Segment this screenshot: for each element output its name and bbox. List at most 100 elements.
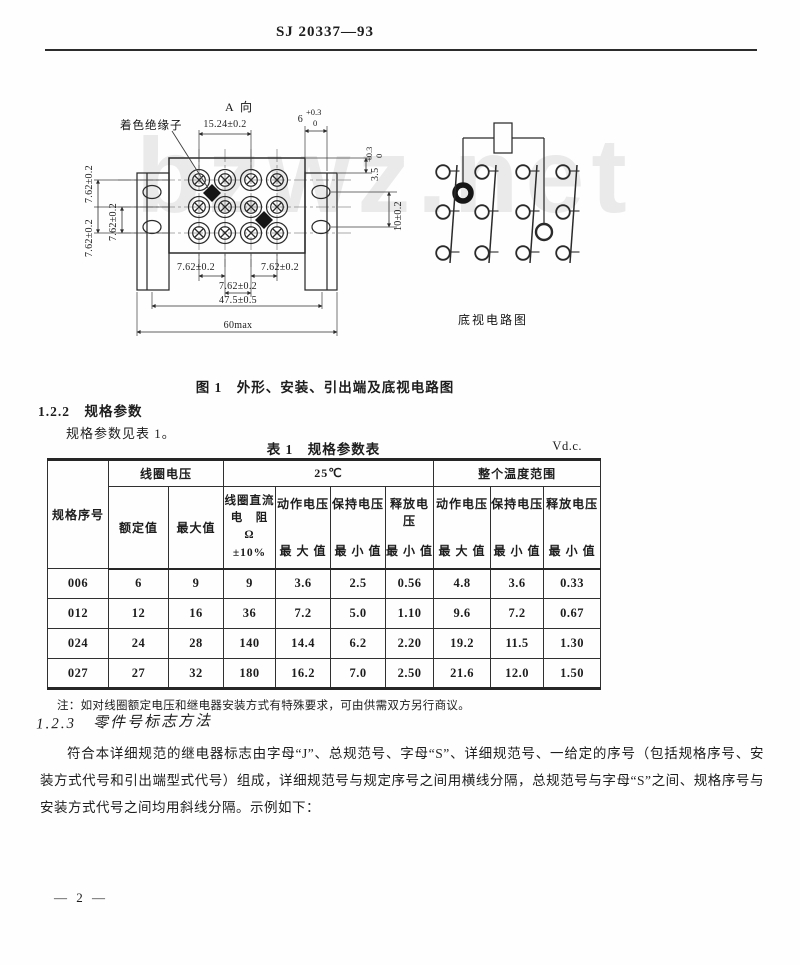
table-cell: 0.33: [543, 568, 602, 599]
table-cell: 14.4: [275, 628, 332, 659]
header-rule: [45, 49, 757, 51]
table-cell: 6.2: [330, 628, 387, 659]
table-cell: 1.50: [543, 658, 602, 689]
table1-title-row: 表 1 规格参数表 Vd.c.: [47, 438, 600, 458]
svg-text:7.62±0.2: 7.62±0.2: [261, 262, 299, 273]
coil-leads: [462, 137, 545, 223]
dim-ear-offset: 3.5 +0.3 0: [306, 147, 384, 181]
table-cell: 3.6: [275, 568, 332, 599]
col-hold-temp: 保持电压最 小 值: [490, 486, 545, 570]
table-cell: 2.5: [330, 568, 387, 599]
coil-symbol: [493, 122, 513, 154]
table-cell: 3.6: [490, 568, 545, 599]
table-cell: 027: [47, 658, 109, 689]
table-cell: 9.6: [433, 598, 492, 629]
svg-text:+0.3: +0.3: [364, 147, 374, 162]
mounting-hole: [311, 219, 331, 235]
bottom-view-label: 底视电路图: [458, 312, 528, 327]
table-cell: 9: [167, 568, 225, 599]
figure1-drawing: A 向: [84, 99, 581, 336]
leader-line: [171, 130, 209, 189]
spec-table: 规格序号 线圈电压 25℃ 整个温度范围 额定值 最大值 线圈直流 电 阻 Ω …: [47, 458, 602, 690]
svg-text:+0.3: +0.3: [306, 107, 321, 117]
svg-text:3.5: 3.5: [370, 168, 381, 181]
table-cell: 36: [223, 598, 277, 629]
dim-bottom: 7.62±0.2 7.62±0.2 7.62±0.2 47.5±0.5 60ma…: [136, 254, 338, 336]
table-cell: 32: [167, 658, 225, 689]
coil-terminal-open: [534, 222, 554, 242]
dim-hole-spacing: 10±0.2: [331, 191, 404, 231]
col-release-25: 释放电压最 小 值: [385, 486, 435, 570]
dim-ear-width: 6 +0.3 0: [298, 107, 328, 171]
bottom-view-circuit: 底视电路图: [435, 122, 581, 327]
table-cell: 2.20: [385, 628, 435, 659]
table1-unit: Vd.c.: [552, 439, 582, 453]
svg-text:60max: 60max: [224, 320, 253, 331]
dim-row-pitches: 7.62±0.2 7.62±0.2 7.62±0.2: [84, 165, 170, 257]
table-cell: 6: [108, 568, 169, 599]
col-max: 最大值: [167, 486, 225, 570]
contact-grid: [435, 164, 581, 261]
svg-text:7.62±0.2: 7.62±0.2: [108, 203, 119, 241]
mounting-hole: [142, 184, 162, 200]
section-1-2-3-body: 符合本详细规范的继电器标志由字母“J”、总规范号、字母“S”、详细规范号、一给定…: [40, 746, 764, 815]
table-cell: 2.50: [385, 658, 435, 689]
table-cell: 0.67: [543, 598, 602, 629]
insulator-diamond: [203, 184, 221, 202]
figure1-caption: 图 1 外形、安装、引出端及底视电路图: [195, 380, 455, 395]
coil-terminal-filled: [452, 182, 474, 204]
svg-text:10±0.2: 10±0.2: [393, 201, 404, 231]
table-cell: 9: [223, 568, 277, 599]
table-cell: 24: [108, 628, 169, 659]
table-row: 027 27 32 180 16.2 7.0 2.50 21.6 12.0 1.…: [47, 658, 602, 689]
table-cell: 7.2: [275, 598, 332, 629]
table-cell: 0.56: [385, 568, 435, 599]
svg-text:0: 0: [374, 154, 384, 158]
table-subheader-row: 额定值 最大值 线圈直流 电 阻 Ω ±10% 动作电压最 大 值 保持电压最 …: [48, 486, 602, 570]
relay-outline-view: A 向: [84, 99, 404, 336]
mounting-ear-right: [304, 172, 338, 291]
group-25c: 25℃: [223, 459, 435, 487]
dim-pitch: 15.24±0.2: [198, 119, 252, 171]
table-cell: 7.2: [490, 598, 545, 629]
table-cell: 19.2: [433, 628, 492, 659]
svg-text:7.62±0.2: 7.62±0.2: [219, 281, 257, 292]
svg-text:6: 6: [298, 114, 303, 125]
svg-text:7.62±0.2: 7.62±0.2: [84, 165, 95, 203]
stub-header: 规格序号: [47, 459, 109, 569]
col-hold-25: 保持电压最 小 值: [330, 486, 387, 570]
table-cell: 5.0: [330, 598, 387, 629]
table-cell: 16.2: [275, 658, 332, 689]
svg-text:0: 0: [313, 118, 317, 128]
table-cell: 180: [223, 658, 277, 689]
table-cell: 12: [108, 598, 169, 629]
mounting-hole: [142, 219, 162, 235]
table-cell: 16: [167, 598, 225, 629]
group-temp-range: 整个温度范围: [433, 459, 602, 487]
table-cell: 28: [167, 628, 225, 659]
contact-blades: [449, 164, 578, 264]
table-note: 注：如对线圈额定电压和继电器安装方式有特殊要求，可由供需双方另行商议。: [57, 700, 470, 712]
svg-text:7.62±0.2: 7.62±0.2: [84, 219, 95, 257]
table-row: 012 12 16 36 7.2 5.0 1.10 9.6 7.2 0.67: [47, 598, 602, 629]
group-coil-voltage: 线圈电压: [107, 459, 225, 487]
view-a-label: A 向: [225, 99, 254, 114]
svg-text:15.24±0.2: 15.24±0.2: [203, 119, 246, 130]
table-cell: 21.6: [433, 658, 492, 689]
table-cell: 140: [223, 628, 277, 659]
insulator-diamond: [255, 211, 273, 229]
table-cell: 006: [47, 568, 109, 599]
standard-number-header: SJ 20337—93: [275, 24, 375, 40]
table-cell: 012: [47, 598, 109, 629]
col-rated: 额定值: [108, 486, 169, 570]
svg-text:7.62±0.2: 7.62±0.2: [177, 262, 215, 273]
section-1-2-2-body: 规格参数见表 1。: [66, 426, 176, 441]
table-group-header-row: 规格序号 线圈电压 25℃ 整个温度范围: [47, 459, 602, 569]
table1-title: 表 1 规格参数表: [266, 442, 381, 457]
col-operate-25: 动作电压最 大 值: [275, 486, 332, 570]
col-operate-temp: 动作电压最 大 值: [433, 486, 492, 570]
col-resistance: 线圈直流 电 阻 Ω ±10%: [223, 486, 277, 570]
insulator-label: 着色绝缘子: [120, 118, 183, 132]
table-cell: 11.5: [490, 628, 545, 659]
